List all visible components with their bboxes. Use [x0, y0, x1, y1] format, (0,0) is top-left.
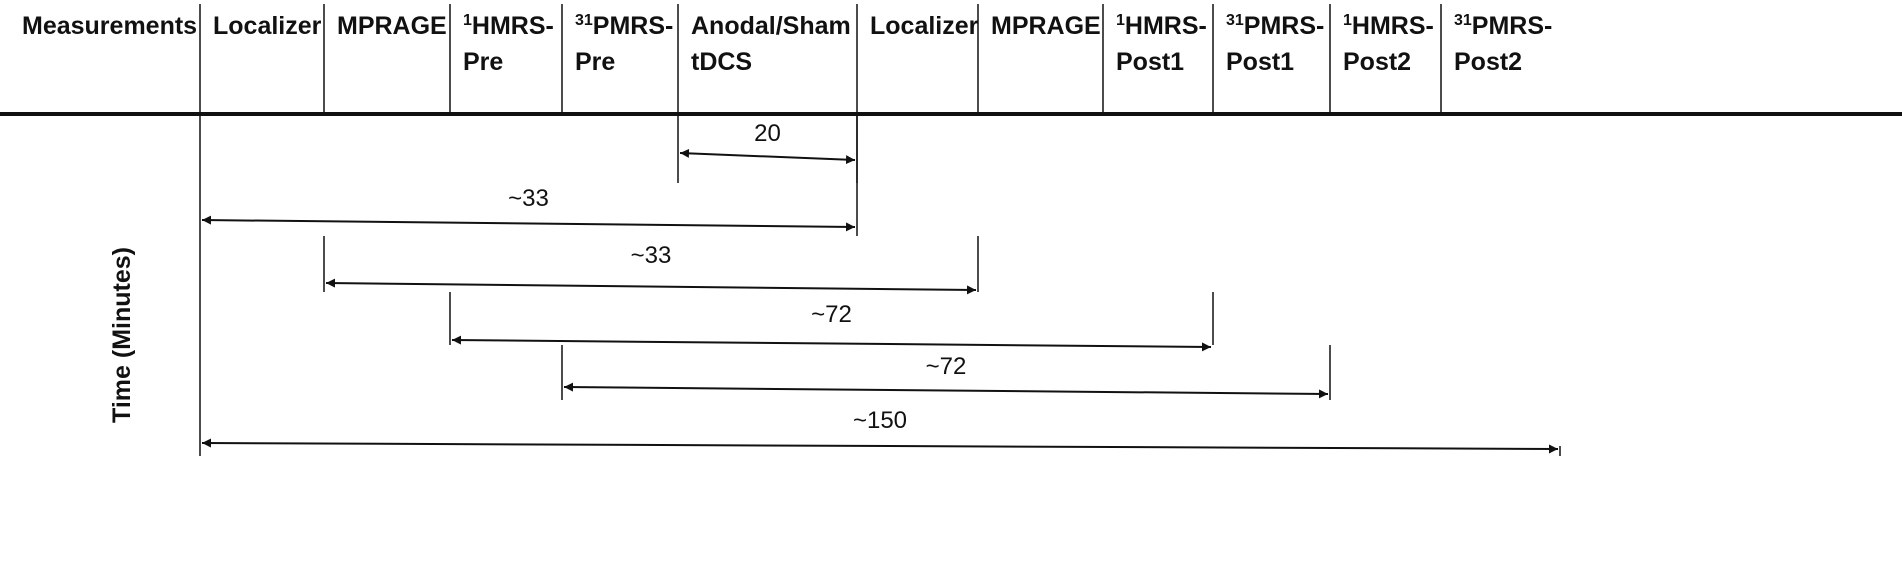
column-header: Localizer: [870, 12, 979, 40]
column-header: Localizer: [213, 12, 322, 40]
column-header: 1HMRS-Pre: [463, 12, 554, 76]
table-lines: [0, 4, 1902, 456]
interval-label: ~72: [926, 353, 967, 380]
interval: ~72: [561, 345, 1331, 400]
interval: ~33: [323, 236, 979, 295]
superscript: 1: [1116, 12, 1125, 29]
interval-arrow: [201, 438, 1559, 454]
interval-label: ~150: [853, 407, 907, 434]
interval-arrow: [325, 278, 977, 295]
superscript: 1: [1343, 12, 1352, 29]
column-header: 1HMRS-Post2: [1343, 12, 1434, 76]
interval-label: ~33: [631, 242, 672, 269]
interval-arrow: [201, 215, 856, 232]
column-header: MPRAGE: [991, 12, 1101, 40]
column-header: 1HMRS-Post1: [1116, 12, 1207, 76]
interval-label: ~33: [508, 185, 549, 212]
superscript: 31: [1226, 12, 1244, 29]
y-axis-title: Time (Minutes): [108, 247, 136, 423]
column-header: 31PMRS-Post2: [1454, 12, 1552, 76]
interval-arrows: 20 ~33 ~33 ~72 ~72 ~150: [201, 116, 1561, 456]
header-measurements: Measurements: [22, 12, 197, 40]
interval: 20: [677, 116, 858, 183]
column-header: 31PMRS-Post1: [1226, 12, 1324, 76]
interval-arrow: [679, 148, 856, 165]
superscript: 1: [463, 12, 472, 29]
superscript: 31: [1454, 12, 1472, 29]
header-row: Measurements Localizer MPRAGE 1HMRS-Pre 31PM…: [22, 12, 1552, 76]
column-header: 31PMRS-Pre: [575, 12, 673, 76]
interval-arrow: [563, 382, 1329, 399]
interval-label: ~72: [811, 301, 852, 328]
column-header: MPRAGE: [337, 12, 447, 40]
interval: ~150: [201, 407, 1561, 456]
interval-arrow: [451, 335, 1212, 352]
superscript: 31: [575, 12, 593, 29]
interval: ~33: [201, 116, 858, 236]
interval-label: 20: [754, 120, 781, 147]
interval: ~72: [449, 292, 1214, 352]
